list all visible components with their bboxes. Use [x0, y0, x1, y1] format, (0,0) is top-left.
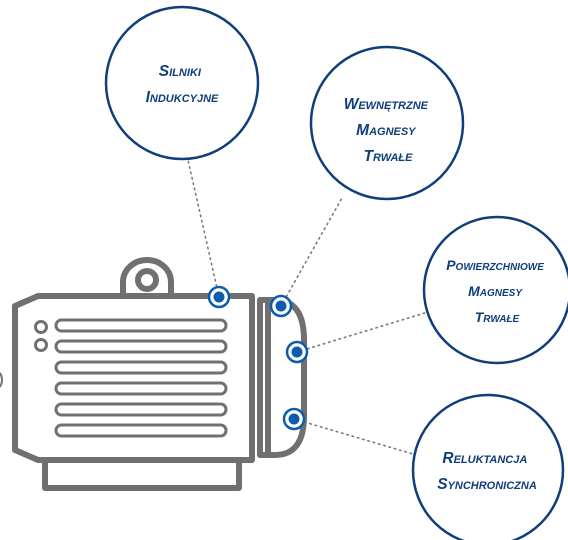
- cooling-fin: [54, 318, 228, 333]
- bubble-wewnetrzne-magnesy-trwale: Wewnętrzne Magnesy Trwałe: [309, 45, 465, 201]
- connection-dots: [207, 285, 309, 431]
- label-line: Magnesy: [356, 122, 417, 139]
- svg-text:Reluktancja Synchron: Reluktancja Synchroniczna: [437, 450, 537, 493]
- dot-silniki-indukcyjne: [207, 285, 231, 309]
- terminal-bottom: [34, 338, 48, 352]
- lifting-ring: [120, 257, 174, 299]
- shaft-stub-shape: [0, 372, 3, 388]
- label-line: Trwałe: [364, 148, 414, 165]
- svg-text:Silniki Indukcyjne: Silniki Indukcyjne: [146, 63, 219, 106]
- connectors: [187, 159, 429, 455]
- label-line: Synchroniczna: [437, 476, 537, 493]
- lifting-ring-hole: [135, 268, 159, 292]
- electric-motor-icon: [12, 257, 307, 491]
- label-line: Silniki: [159, 63, 202, 80]
- label-line: Trwałe: [475, 309, 520, 325]
- connector-powierzchniowe-magnesy: [296, 311, 429, 353]
- label-line: Wewnętrzne: [344, 96, 429, 113]
- cooling-fin: [54, 402, 228, 417]
- cooling-fins: [54, 318, 228, 438]
- terminal-top: [34, 320, 48, 334]
- motor-base: [42, 457, 242, 491]
- motor-housing: [12, 293, 255, 463]
- label-line: Powierzchniowe: [446, 257, 544, 273]
- dot-powierzchniowe-magnesy: [285, 340, 309, 364]
- cooling-fin: [54, 339, 228, 354]
- svg-text:Wewnętrzne Magnesy: Wewnętrzne Magnesy Trwałe: [344, 96, 433, 165]
- cooling-fin: [54, 360, 228, 375]
- cooling-fin: [54, 423, 228, 438]
- shaft-stub: [0, 372, 3, 388]
- bubble-silniki-indukcyjne: Silniki Indukcyjne: [104, 5, 260, 161]
- cooling-fin: [54, 381, 228, 396]
- bubble-reluktancja-synchroniczna: Reluktancja Synchroniczna: [411, 393, 565, 540]
- bubble-powierzchniowe-magnesy-trwale: Powierzchniowe Magnesy Trwałe: [422, 215, 568, 365]
- label-bubbles: Silniki Indukcyjne Wewnętrzne Magnesy Tr…: [104, 5, 568, 540]
- label-line: Magnesy: [468, 283, 523, 299]
- svg-text:Powierzchniowe Magne: Powierzchniowe Magnesy Trwałe: [446, 257, 548, 325]
- label-line: Reluktancja: [442, 450, 527, 467]
- connector-silniki-indukcyjne: [187, 159, 220, 298]
- connector-reluktancja-synchroniczna: [293, 418, 414, 455]
- label-line: Indukcyjne: [146, 89, 219, 106]
- connector-wewnetrzne-magnesy: [280, 197, 343, 307]
- dot-wewnetrzne-magnesy: [269, 294, 293, 318]
- dot-reluktancja-synchroniczna: [282, 407, 306, 431]
